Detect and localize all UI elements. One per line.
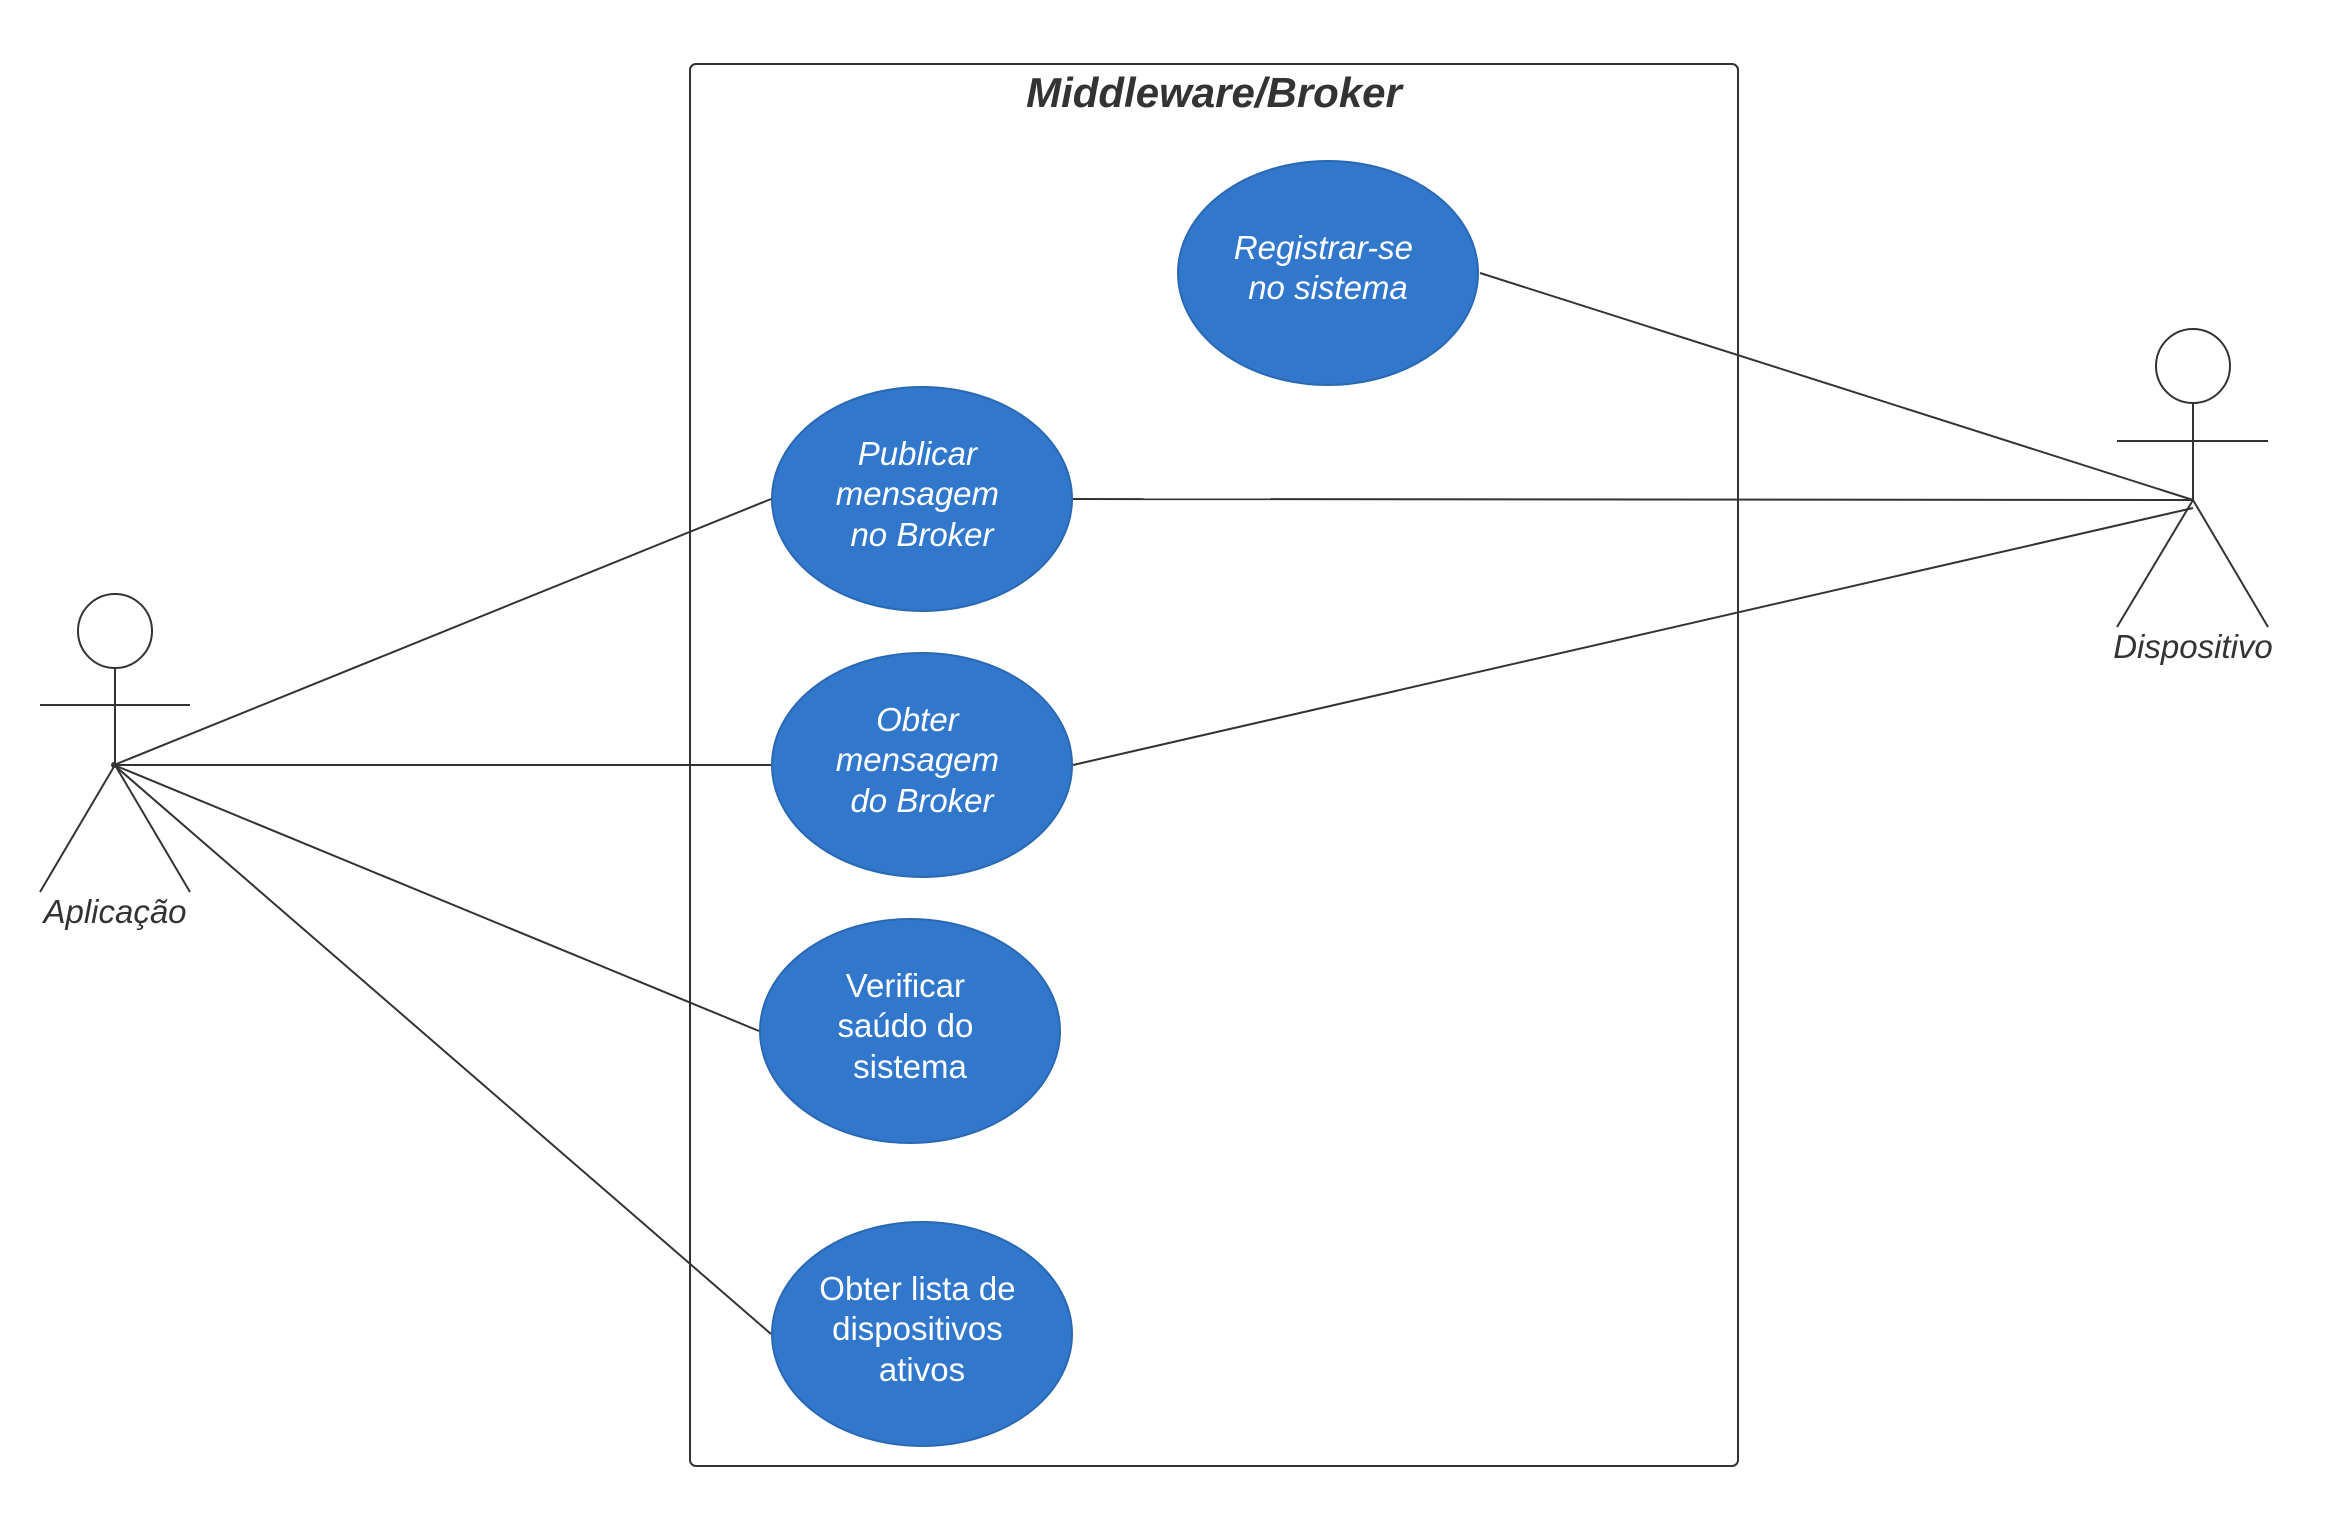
association-aplicacao-publicar bbox=[113, 498, 772, 766]
use-case-ellipse bbox=[759, 918, 1061, 1144]
use-case-label-line: do Broker bbox=[850, 782, 995, 819]
association-dispositivo-registrar bbox=[1479, 272, 2194, 501]
use-case-label: Registrar-se no sistema bbox=[1234, 229, 1422, 306]
actor-head bbox=[77, 593, 153, 669]
actor-label: Dispositivo bbox=[2113, 628, 2273, 665]
use-case-label-line: Registrar-se bbox=[1234, 229, 1413, 266]
use-case-label-line: dispositivos bbox=[832, 1310, 1003, 1347]
association-aplicacao-lista bbox=[113, 764, 772, 1335]
use-case-label: Verificar saúdo do sistema bbox=[838, 967, 983, 1085]
actor-head bbox=[2155, 328, 2231, 404]
actor-aplicacao[interactable]: Aplicação bbox=[39, 593, 191, 930]
actor-left-leg bbox=[2116, 499, 2194, 628]
actor-left-leg bbox=[39, 764, 116, 893]
use-case-label-line: Publicar bbox=[858, 435, 979, 472]
use-case-verificar[interactable]: Verificar saúdo do sistema bbox=[759, 918, 1061, 1144]
actor-right-leg bbox=[2192, 499, 2269, 628]
association-aplicacao-verificar bbox=[113, 764, 760, 1032]
use-case-obter-mensagem[interactable]: Obter mensagem do Broker bbox=[771, 652, 1073, 878]
use-case-label: Obter lista de dispositivos ativos bbox=[819, 1270, 1024, 1388]
use-case-publicar[interactable]: Publicar mensagem no Broker bbox=[771, 386, 1073, 612]
associations bbox=[113, 272, 2194, 1335]
use-case-ellipse bbox=[771, 1221, 1073, 1447]
use-case-ellipse bbox=[771, 652, 1073, 878]
actor-anchor bbox=[111, 762, 117, 768]
association-dispositivo-obter bbox=[1072, 507, 2194, 766]
system-title: Middleware/Broker bbox=[1026, 69, 1404, 116]
actor-label: Aplicação bbox=[41, 893, 186, 930]
use-case-label-line: ativos bbox=[879, 1351, 965, 1388]
actor-right-leg bbox=[114, 764, 191, 893]
use-case-label-line: sistema bbox=[853, 1048, 967, 1085]
use-case-ellipse bbox=[771, 386, 1073, 612]
use-case-label-line: Obter lista de bbox=[819, 1270, 1015, 1307]
use-case-label-line: saúdo do bbox=[838, 1007, 974, 1044]
actor-dispositivo[interactable]: Dispositivo bbox=[2113, 328, 2273, 665]
use-case-label: Obter mensagem do Broker bbox=[836, 701, 1008, 819]
use-case-ellipse bbox=[1177, 160, 1479, 386]
association-dispositivo-publicar bbox=[1072, 498, 2194, 501]
use-case-label-line: mensagem bbox=[836, 741, 999, 778]
use-case-lista-dispositivos[interactable]: Obter lista de dispositivos ativos bbox=[771, 1221, 1073, 1447]
use-case-label-line: no sistema bbox=[1248, 269, 1408, 306]
use-case-registrar[interactable]: Registrar-se no sistema bbox=[1177, 160, 1479, 386]
use-case-label: Publicar mensagem no Broker bbox=[836, 435, 1008, 553]
use-case-label-line: Verificar bbox=[846, 967, 965, 1004]
use-case-label-line: Obter bbox=[876, 701, 961, 738]
use-case-label-line: no Broker bbox=[850, 516, 995, 553]
use-case-label-line: mensagem bbox=[836, 475, 999, 512]
